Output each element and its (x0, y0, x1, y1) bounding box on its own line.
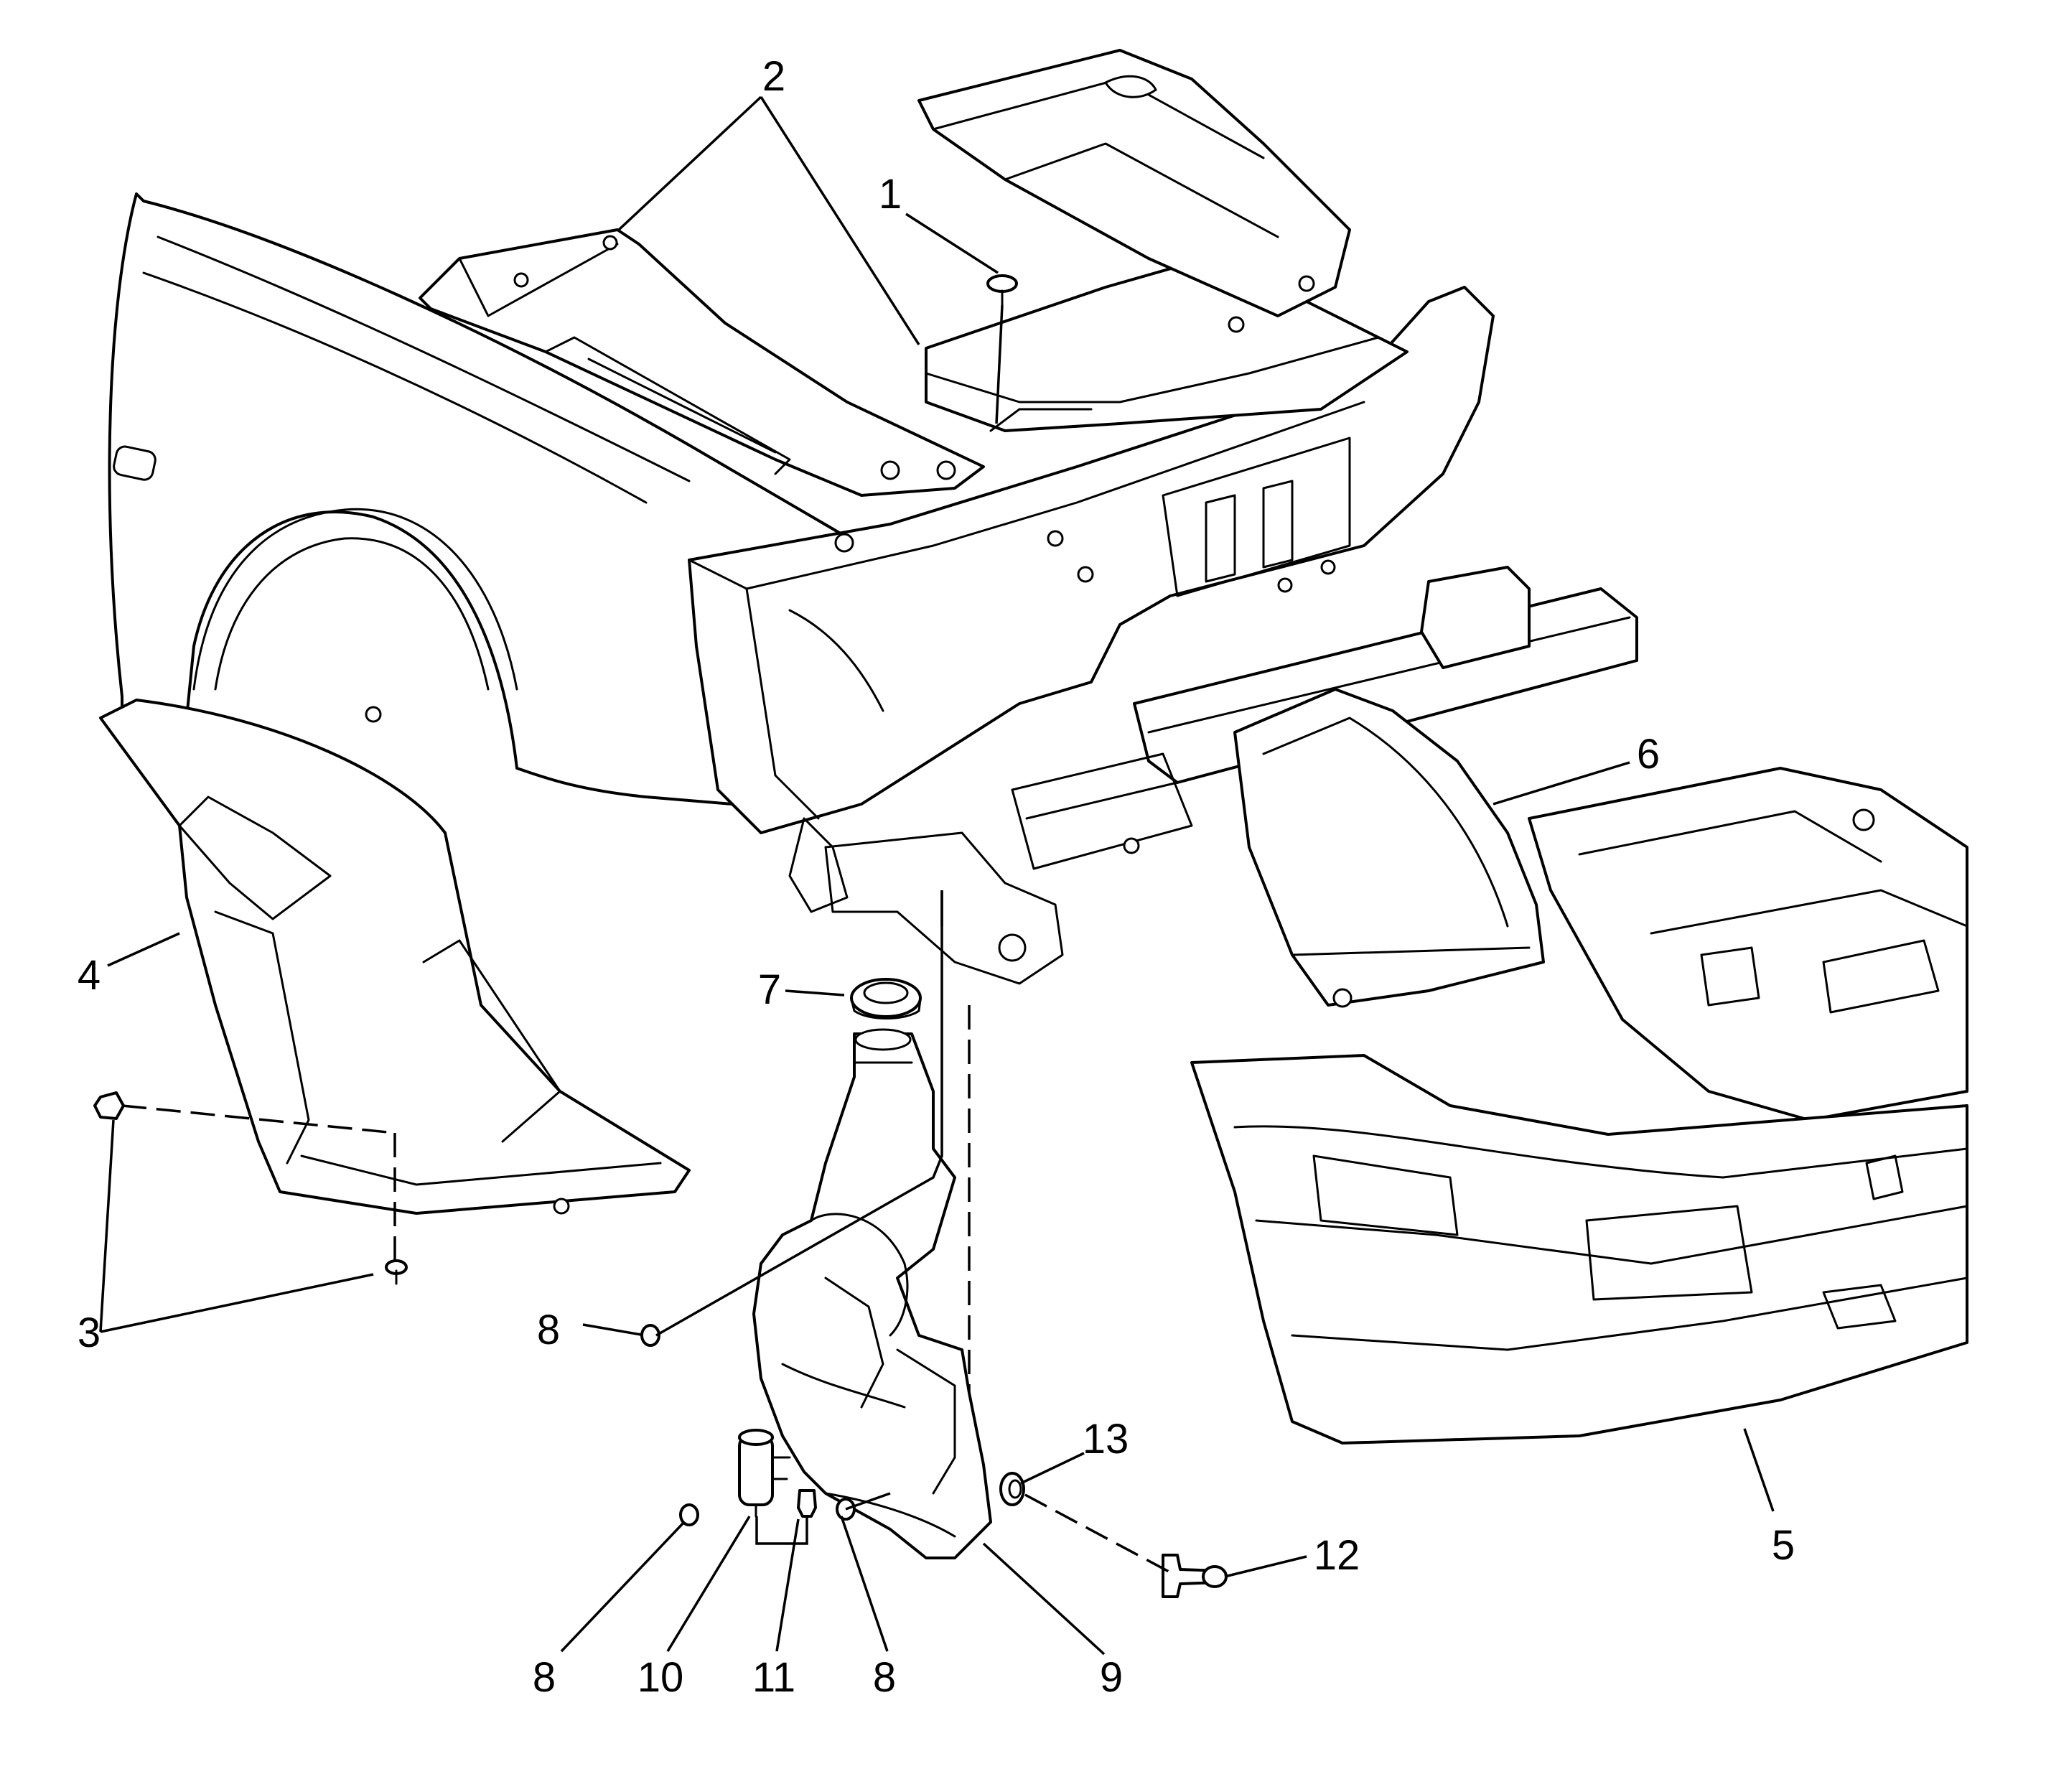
callout-leaders (99, 95, 1775, 1656)
callout-3: 3 (78, 1310, 101, 1356)
bolt-12 (1162, 1554, 1228, 1598)
callout-6: 6 (1637, 731, 1660, 778)
callout-8-upper: 8 (537, 1307, 560, 1353)
callout-2: 2 (762, 53, 785, 100)
front-bumper-fascia (1190, 1054, 1968, 1445)
callout-10: 10 (637, 1654, 684, 1701)
callout-9: 9 (1100, 1654, 1123, 1701)
fastener-8-upper (640, 1324, 660, 1347)
fender (108, 192, 863, 806)
fastener-8-left (679, 1503, 699, 1526)
grommet-13 (999, 1472, 1025, 1506)
callout-labels: 2 1 3 4 5 6 7 8 8 8 9 10 11 12 13 (78, 53, 1795, 1701)
callout-8-right: 8 (873, 1654, 896, 1701)
washer-filler-cap (850, 978, 922, 1019)
washer-pump (738, 1429, 791, 1518)
callout-13: 13 (1083, 1416, 1129, 1462)
assembly-lines (121, 304, 1171, 1574)
air-deflector-upper (917, 49, 1351, 317)
fender-marker-icon (113, 445, 157, 481)
callout-5: 5 (1772, 1522, 1795, 1569)
fastener-1 (986, 274, 1018, 307)
fastener-3-lower (385, 1259, 408, 1285)
callout-7: 7 (758, 966, 781, 1013)
upper-closeout-panel-left (419, 228, 985, 497)
callout-8-left: 8 (533, 1654, 556, 1701)
fog-lamp-bracket (1528, 767, 1968, 1121)
callout-11: 11 (752, 1654, 795, 1701)
washer-reservoir (752, 1028, 992, 1559)
fastener-3-upper (93, 1091, 125, 1120)
headlamp (1233, 688, 1545, 1008)
fender-liner (99, 699, 691, 1215)
callout-12: 12 (1314, 1532, 1360, 1579)
callout-4: 4 (78, 952, 101, 999)
washer-hose-connector (797, 1489, 817, 1518)
callout-1: 1 (879, 171, 902, 218)
